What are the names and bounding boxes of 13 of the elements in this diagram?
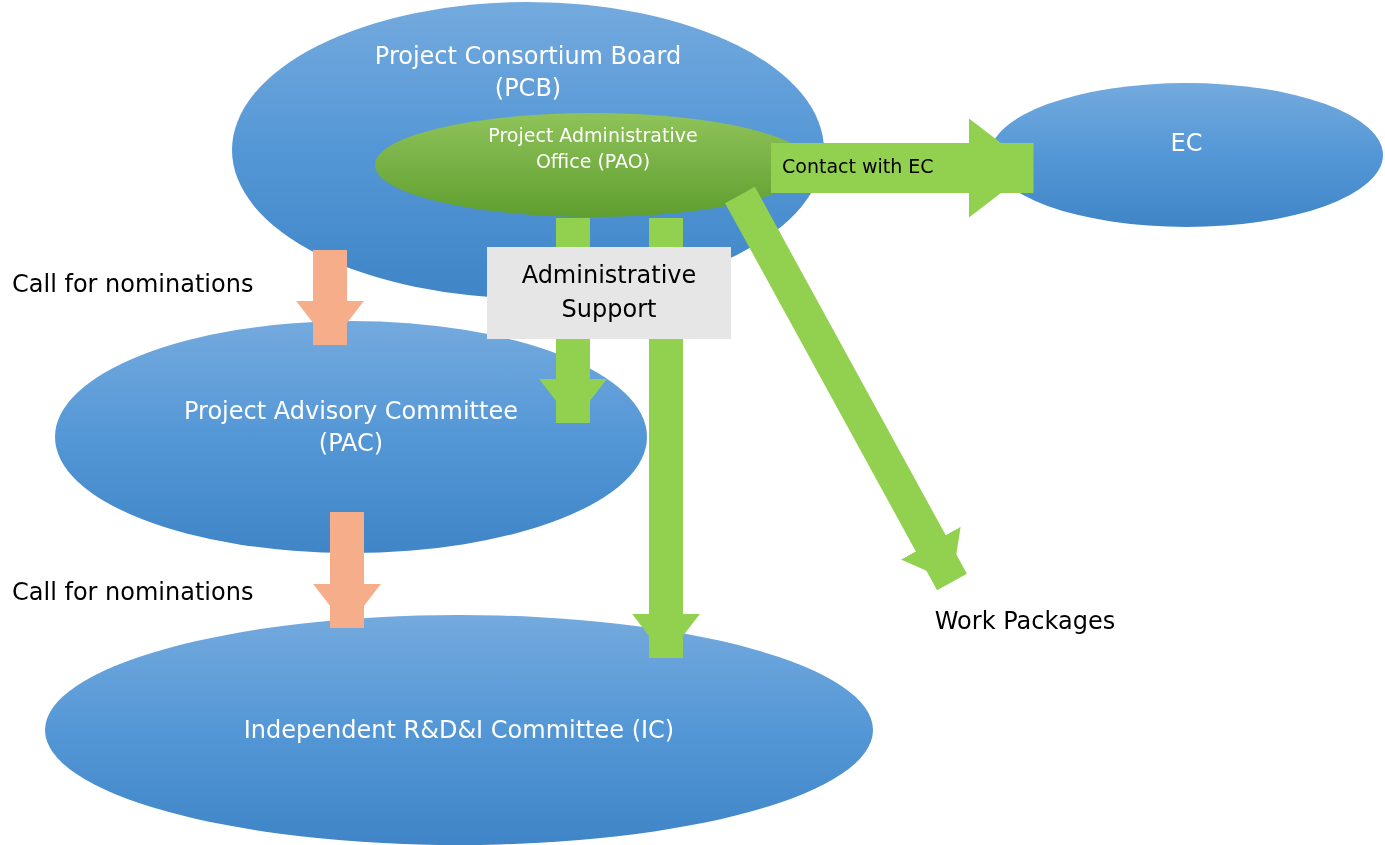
block-arrow: [725, 186, 967, 591]
node-label: Project Advisory Committee (PAC): [183, 395, 519, 459]
label-box: Administrative Support: [487, 247, 731, 339]
block-arrow: [771, 118, 1034, 218]
text-label: Work Packages: [933, 605, 1117, 637]
edge-label: Contact with EC: [782, 155, 934, 177]
node-label: Independent R&D&I Committee (IC): [242, 714, 676, 746]
node-label: EC: [1169, 127, 1204, 159]
block-arrow: [313, 512, 381, 628]
edge-label: Call for nominations: [12, 270, 254, 298]
node-label: Project Administrative Office (PAO): [487, 123, 699, 174]
node-label: Project Consortium Board (PCB): [373, 41, 683, 105]
edge-label: Call for nominations: [12, 578, 254, 606]
